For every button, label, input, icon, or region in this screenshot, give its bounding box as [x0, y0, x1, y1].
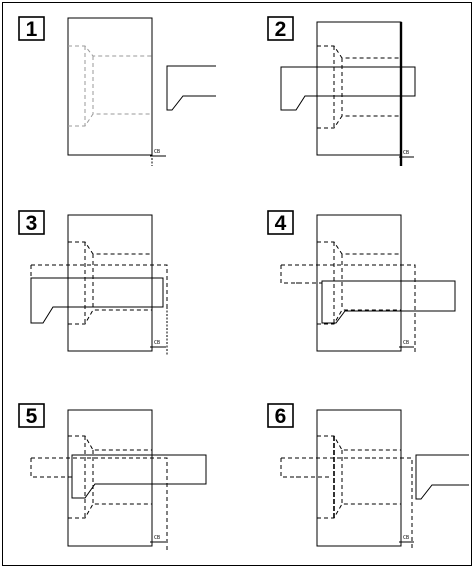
panel-1-hidden-bore — [68, 45, 152, 127]
panel-2-number-badge: 2 — [267, 16, 294, 41]
panel-4-workpiece — [316, 214, 402, 352]
panel-1-tool — [166, 65, 216, 111]
panel-5-dimension: CB — [150, 535, 166, 543]
panel-2-dim-label: CB — [403, 150, 409, 156]
panel-3-tool — [30, 277, 164, 324]
panel-5-tool-start-outline — [30, 457, 168, 550]
panel-4-number: 4 — [275, 212, 287, 235]
panel-4-dim-label: CB — [403, 340, 409, 346]
panel-4-dimension: CB — [399, 340, 414, 348]
panel-4-number-badge: 4 — [267, 210, 294, 235]
panel-5-dim-label: CB — [154, 535, 160, 541]
panel-5: 5 CB — [18, 403, 207, 550]
panel-1-dimension: CB — [150, 116, 166, 166]
panel-2-dimension: CB — [399, 118, 414, 166]
panel-1-dim-label: CB — [154, 149, 160, 155]
panel-5-workpiece — [67, 409, 153, 547]
panel-5-hidden-bore — [68, 435, 152, 519]
panel-6-tool-start-outline — [280, 457, 413, 550]
panel-1-number-badge: 1 — [18, 16, 45, 41]
panel-6-dimension: CB — [399, 535, 414, 543]
panel-1-number: 1 — [26, 18, 38, 41]
panel-6-tool — [415, 454, 469, 500]
panel-3-hidden-bore — [68, 241, 152, 325]
panel-6-number-badge: 6 — [267, 403, 294, 428]
panel-5-number-badge: 5 — [18, 403, 45, 428]
panel-5-number: 5 — [26, 405, 38, 428]
panel-2-number: 2 — [275, 18, 287, 41]
panel-6-hidden-bore — [317, 435, 401, 519]
panel-1: 1 CB — [18, 16, 216, 166]
panel-3-dimension: CB — [150, 307, 168, 356]
panel-3-number: 3 — [26, 212, 38, 235]
panel-4-tool-start-outline — [280, 264, 416, 354]
panel-1-workpiece — [67, 17, 153, 156]
panel-3-dim-label: CB — [154, 340, 160, 346]
panel-4-hidden-bore — [317, 241, 401, 325]
panel-3-tool-start-outline — [30, 264, 168, 307]
panel-2-hidden-bore — [317, 45, 401, 129]
panel-6-number: 6 — [275, 405, 287, 428]
panel-3-number-badge: 3 — [18, 210, 45, 235]
panel-6: 6 CB — [267, 403, 469, 550]
panel-3: 3 CB — [18, 210, 168, 356]
panel-6-workpiece — [316, 409, 402, 547]
panel-2-tool — [280, 66, 416, 111]
panel-3-workpiece — [67, 214, 153, 352]
panel-4: 4 CB — [267, 210, 456, 354]
panel-6-dim-label: CB — [403, 535, 409, 541]
panel-2: 2 CB — [267, 16, 416, 166]
panel-5-tool — [71, 454, 207, 499]
panel-2-workpiece — [316, 21, 402, 156]
panel-4-tool — [321, 280, 456, 324]
